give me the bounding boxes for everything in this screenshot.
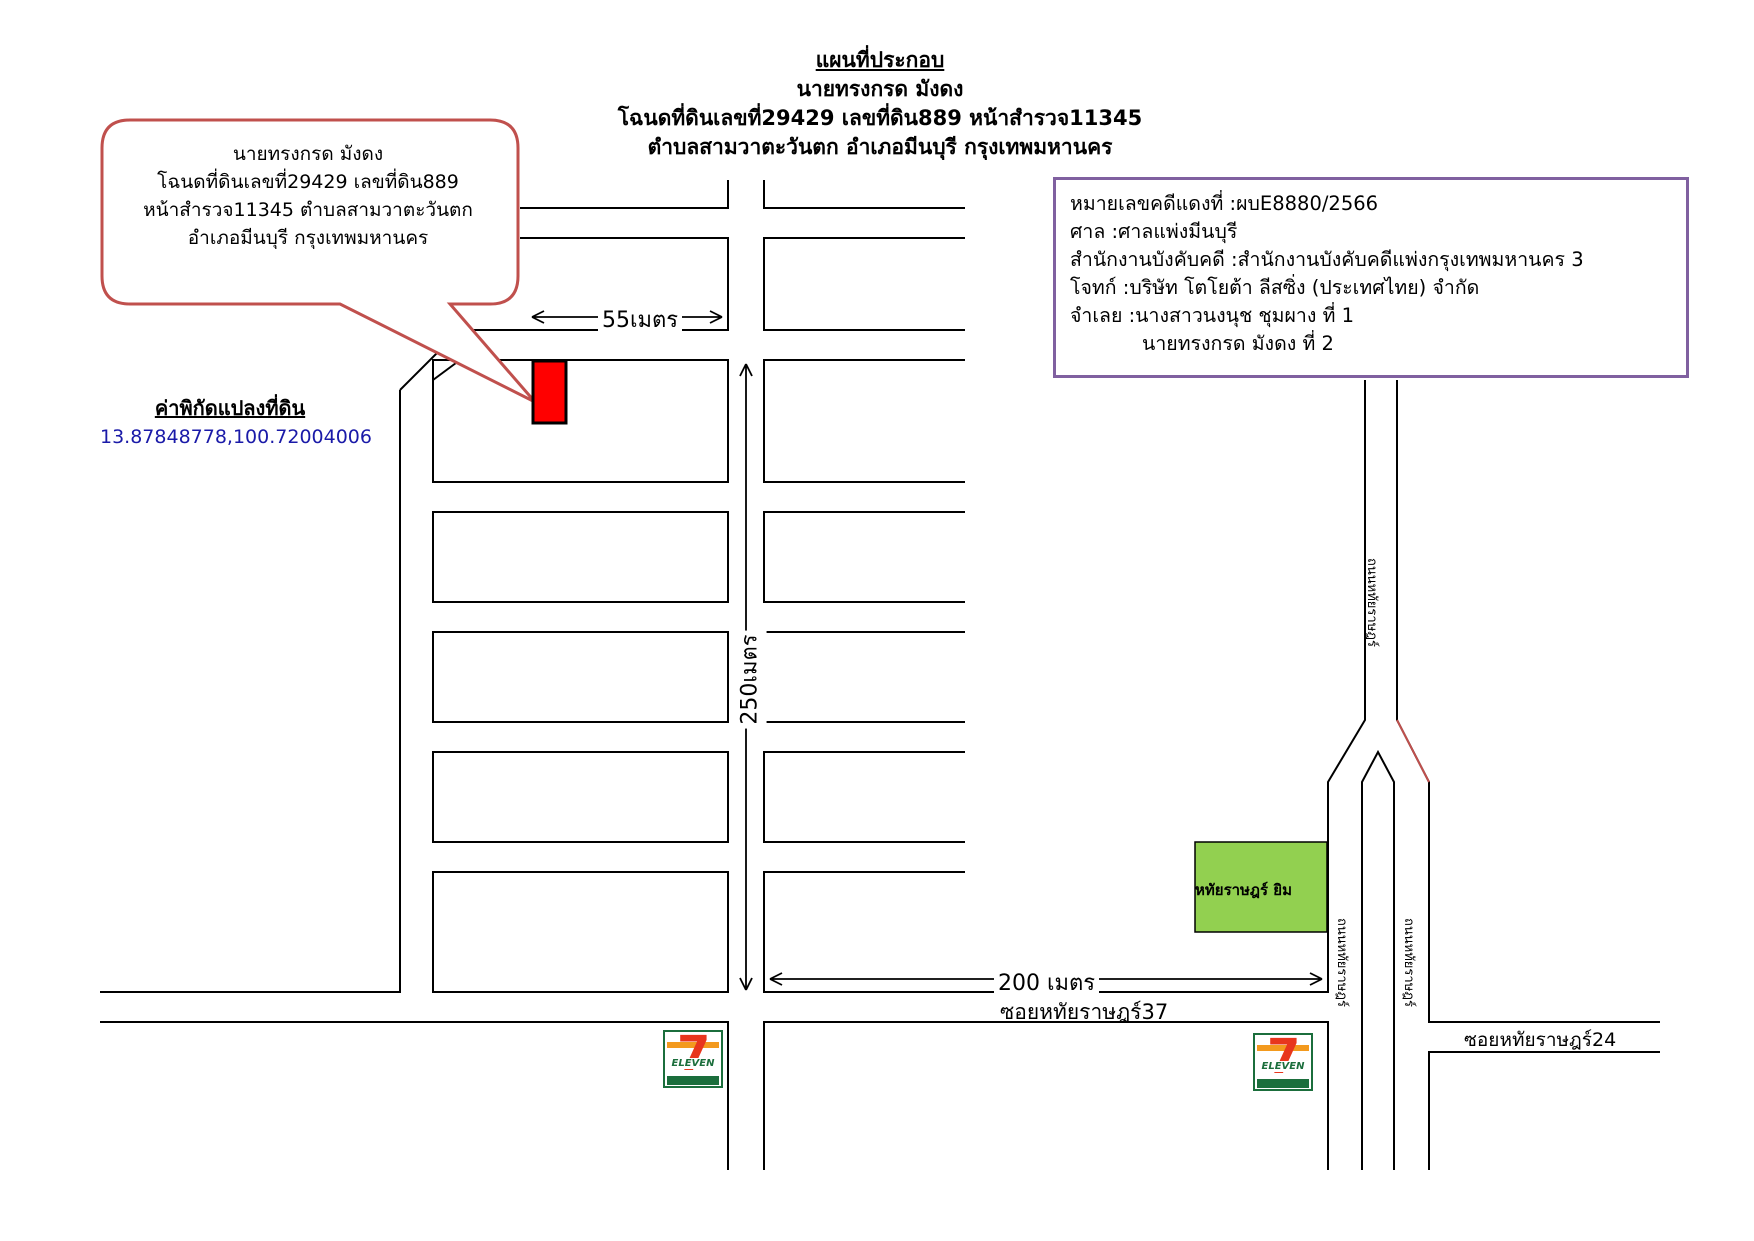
road-right-3 — [763, 359, 965, 483]
soi24 — [1428, 1051, 1660, 1170]
road-right-7 — [763, 380, 1366, 993]
main-road-left-inner — [1361, 749, 1395, 1170]
callout-bubble — [100, 118, 537, 404]
block-1 — [432, 359, 729, 483]
logo-number: 7 — [677, 1026, 711, 1082]
main-road-label-right: ถนนหทัยราษฎร์ — [1400, 918, 1416, 1007]
case-defendant-2: นายทรงกรด มังดง ที่ 2 — [1142, 332, 1334, 355]
road-soi37-bottom — [100, 1021, 729, 1170]
gym-area — [1194, 841, 1328, 933]
road-right-2 — [763, 237, 965, 331]
road-right-5 — [763, 631, 965, 723]
distance-55m-label: 55เมตร — [598, 302, 683, 337]
soi24-label: ซอยหทัยราษฎร์24 — [1464, 1029, 1617, 1051]
callout-line-3: หน้าสำรวจ11345 ตำบลสามวาตะวันตก — [143, 199, 473, 221]
title-deed: โฉนดที่ดินเลขที่29429 เลขที่ดิน889 หน้าส… — [617, 106, 1143, 130]
distance-200m-label: 200 เมตร — [994, 965, 1100, 1000]
gym-label: หทัยราษฎร์ ยิม — [1195, 881, 1292, 899]
block-3 — [432, 631, 729, 723]
road-right-top — [763, 180, 965, 209]
road-right-4 — [763, 511, 965, 603]
main-road-right — [1396, 380, 1660, 1023]
case-court: ศาล :ศาลแพ่งมีนบุรี — [1070, 220, 1238, 243]
road-soi37-right — [763, 1021, 1329, 1170]
road-right-6 — [763, 751, 965, 843]
soi37-label: ซอยหทัยราษฎร์37 — [1000, 1000, 1169, 1024]
logo-word: ELEVEN — [1259, 1061, 1307, 1072]
case-office: สำนักงานบังคับคดี :สำนักงานบังคับคดีแพ่ง… — [1070, 248, 1584, 271]
seven-eleven-logo-right: 7 ELEVEN — [1253, 1029, 1313, 1091]
title-owner: นายทรงกรด มังดง — [796, 77, 964, 101]
main-road-label-top: ถนนหทัยราษฎร์ — [1363, 558, 1379, 647]
logo-stripe-green — [1257, 1079, 1309, 1088]
road-red-segment — [1396, 719, 1430, 783]
road-left-top-edge — [520, 180, 729, 209]
main-road-label-left: ถนนหทัยราษฎร์ — [1333, 918, 1349, 1007]
logo-stripe-green — [667, 1076, 719, 1085]
logo-word: ELEVEN — [669, 1058, 717, 1069]
callout-line-1: นายทรงกรด มังดง — [232, 143, 384, 165]
logo-stripe-orange — [667, 1042, 719, 1048]
title-main: แผนที่ประกอบ — [815, 48, 945, 72]
block-4 — [432, 751, 729, 843]
block-5 — [432, 871, 729, 993]
logo-stripe-orange — [1257, 1045, 1309, 1051]
block-2 — [432, 511, 729, 603]
map-title: แผนที่ประกอบ นายทรงกรด มังดง โฉนดที่ดินเ… — [560, 46, 1200, 162]
case-plaintiff: โจทก์ :บริษัท โตโยต้า ลีสซิ่ง (ประเทศไทย… — [1070, 276, 1480, 299]
land-plot — [531, 359, 568, 425]
case-info-box: หมายเลขคดีแดงที่ :ผบE8880/2566 ศาล :ศาลแ… — [1053, 177, 1689, 378]
case-defendant-1: จำเลย :นางสาวนงนุช ชุมผาง ที่ 1 — [1070, 304, 1355, 327]
logo-number: 7 — [1267, 1029, 1301, 1085]
callout-line-2: โฉนดที่ดินเลขที่29429 เลขที่ดิน889 — [157, 171, 459, 193]
seven-eleven-logo-left: 7 ELEVEN — [663, 1026, 723, 1088]
coordinates-value: 13.87848778,100.72004006 — [100, 426, 372, 448]
title-location: ตำบลสามวาตะวันตก อำเภอมีนบุรี กรุงเทพมหา… — [647, 135, 1113, 159]
callout-line-4: อำเภอมีนบุรี กรุงเทพมหานคร — [187, 227, 429, 249]
callout-text: นายทรงกรด มังดง โฉนดที่ดินเลขที่29429 เล… — [108, 140, 508, 252]
distance-250m-label: 250เมตร — [731, 630, 767, 729]
coordinates-heading: ค่าพิกัดแปลงที่ดิน — [154, 396, 306, 420]
road-left-vertical-outer — [100, 390, 401, 993]
case-number: หมายเลขคดีแดงที่ :ผบE8880/2566 — [1070, 192, 1379, 215]
